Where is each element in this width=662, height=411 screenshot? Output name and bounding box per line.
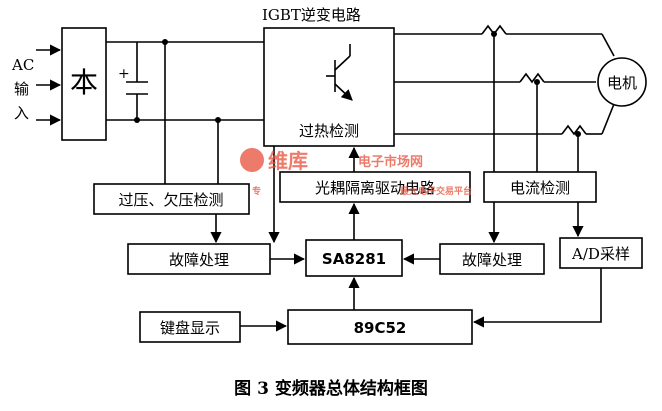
watermark-logo-icon bbox=[240, 148, 264, 172]
ov-uv-detect-block bbox=[93, 183, 250, 215]
current-detect-block bbox=[483, 171, 597, 203]
igbt-inverter-block bbox=[263, 27, 395, 147]
sa8281-label: SA8281 bbox=[322, 250, 386, 268]
adc-to-mcu-arrow bbox=[472, 268, 602, 328]
adc-label: A/D采样 bbox=[571, 245, 630, 263]
mcu-block bbox=[287, 309, 473, 345]
mcu-label: 89C52 bbox=[354, 319, 407, 337]
figure-caption: 图 3 变频器总体结构框图 bbox=[234, 378, 428, 399]
fault-handling-right-block bbox=[439, 243, 545, 275]
igbt-title: IGBT逆变电路 bbox=[262, 6, 361, 24]
motor-label: 电机 bbox=[607, 74, 637, 92]
overheat-label: 过热检测 bbox=[299, 122, 359, 140]
rectifier-symbol: 本 bbox=[70, 66, 98, 99]
watermark: 维库 电子市场网 专 最大电子交易平台 bbox=[240, 148, 472, 197]
sa8281-block bbox=[305, 239, 403, 277]
fault-handling-left-block bbox=[127, 243, 271, 275]
fault-handling-right-label: 故障处理 bbox=[462, 251, 522, 269]
svg-text:AC: AC bbox=[11, 56, 34, 74]
motor-block bbox=[597, 57, 647, 107]
adc-block bbox=[559, 237, 643, 269]
ac-input-lines bbox=[36, 44, 62, 126]
keypad-display-block bbox=[139, 311, 241, 343]
rectifier-block bbox=[61, 27, 107, 141]
keypad-display-label: 键盘显示 bbox=[160, 319, 220, 337]
watermark-site: 电子市场网 bbox=[358, 154, 423, 170]
watermark-tagline: 专 bbox=[252, 185, 261, 197]
igbt-transistor-icon bbox=[326, 44, 353, 101]
watermark-suffix: 最大电子交易平台 bbox=[400, 185, 472, 197]
current-sense-taps bbox=[491, 31, 581, 172]
dc-bus bbox=[106, 39, 264, 184]
current-detect-label: 电流检测 bbox=[510, 179, 570, 197]
svg-text:输: 输 bbox=[14, 80, 29, 98]
ac-input-label: AC 输 入 bbox=[11, 56, 34, 122]
ov-uv-detect-label: 过压、欠压检测 bbox=[118, 191, 223, 209]
svg-text:入: 入 bbox=[14, 104, 29, 122]
capacitor-plus: + bbox=[118, 66, 130, 82]
opto-drive-block bbox=[279, 171, 471, 203]
three-phase-output bbox=[394, 24, 615, 136]
fault-handling-left-label: 故障处理 bbox=[169, 251, 229, 269]
watermark-brand: 维库 bbox=[268, 149, 308, 173]
opto-drive-label: 光耦隔离驱动电路 bbox=[315, 179, 435, 197]
